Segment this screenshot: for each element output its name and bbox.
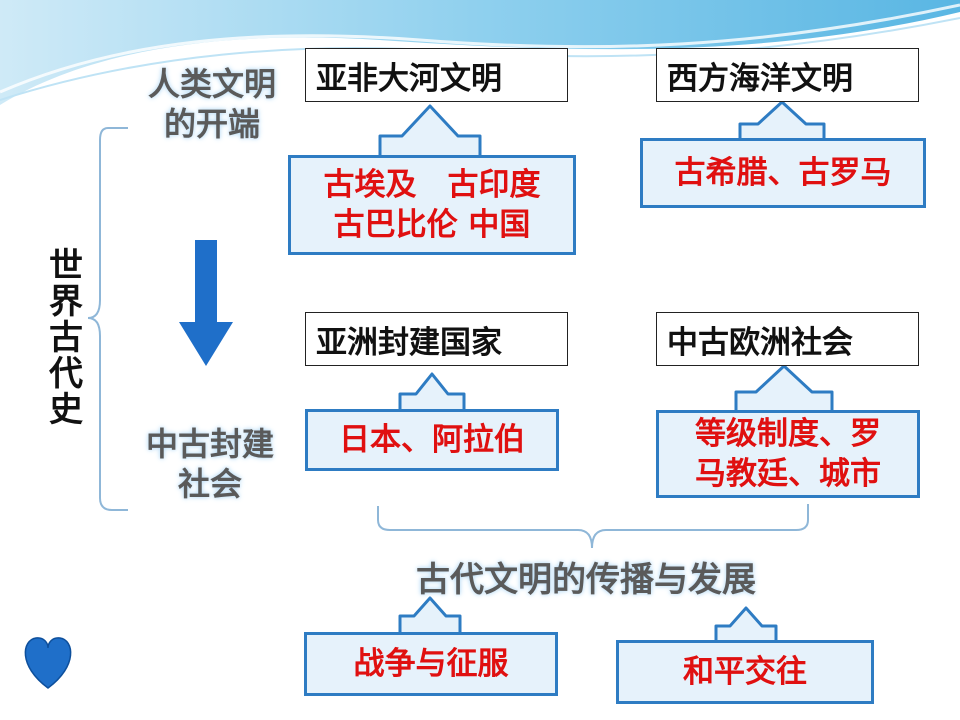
up-arrow-japan [398, 372, 466, 412]
era-label-medieval-line2: 社会 [177, 465, 242, 503]
box-text: 战争与征服 [353, 646, 509, 682]
box-japan-arabia: 日本、阿拉伯 [305, 409, 559, 471]
title-box-text: 西方海洋文明 [667, 60, 853, 97]
box-text: 和平交往 [683, 654, 807, 690]
box-war-conquest: 战争与征服 [304, 632, 558, 696]
title-box-western-ocean: 西方海洋文明 [656, 48, 919, 102]
era-label-ancient-line2: 的开端 [163, 105, 260, 143]
era-label-medieval-line1: 中古封建 [145, 425, 274, 463]
up-arrow-europe [734, 364, 834, 413]
box-text: 古希腊、古罗马 [674, 155, 892, 191]
up-arrow-peace [714, 606, 778, 642]
era-label-ancient-line1: 人类文明 [147, 65, 276, 103]
spread-development-label: 古代文明的传播与发展 [416, 560, 756, 600]
box-text-line: 古埃及 古印度 [323, 167, 541, 203]
down-arrow-icon [179, 240, 233, 366]
vertical-title-char: 代 [49, 354, 83, 394]
era-label-ancient: 人类文明 的开端 [132, 64, 292, 144]
box-river-civilizations: 古埃及 古印度 古巴比伦 中国 [288, 155, 576, 255]
vertical-title-char: 界 [49, 282, 83, 322]
up-arrow-war [398, 596, 462, 634]
title-box-text: 亚非大河文明 [316, 60, 502, 97]
box-greece-rome: 古希腊、古罗马 [640, 138, 926, 208]
left-bracket [87, 127, 128, 511]
title-box-medieval-europe: 中古欧洲社会 [656, 312, 919, 366]
vertical-title-char: 古 [49, 318, 83, 358]
vertical-title-char: 世 [49, 246, 83, 286]
title-box-asia-africa-river: 亚非大河文明 [305, 48, 568, 102]
heart-icon [24, 637, 72, 689]
box-europe-features: 等级制度、罗 马教廷、城市 [656, 410, 920, 498]
title-box-text: 亚洲封建国家 [316, 324, 502, 361]
title-box-asian-feudal: 亚洲封建国家 [305, 312, 568, 366]
title-box-text: 中古欧洲社会 [667, 324, 853, 361]
box-text-line: 古巴比伦 中国 [333, 207, 531, 243]
box-peaceful-exchange: 和平交往 [616, 640, 874, 704]
up-arrow-river [378, 104, 482, 158]
era-label-medieval: 中古封建 社会 [130, 424, 290, 504]
box-text-line: 马教廷、城市 [695, 456, 881, 492]
box-text: 日本、阿拉伯 [339, 422, 525, 458]
bottom-brace [377, 504, 809, 549]
vertical-title-char: 史 [49, 390, 83, 430]
vertical-title-world-ancient-history: 世 界 古 代 史 [44, 248, 88, 428]
box-text-line: 等级制度、罗 [695, 416, 881, 452]
